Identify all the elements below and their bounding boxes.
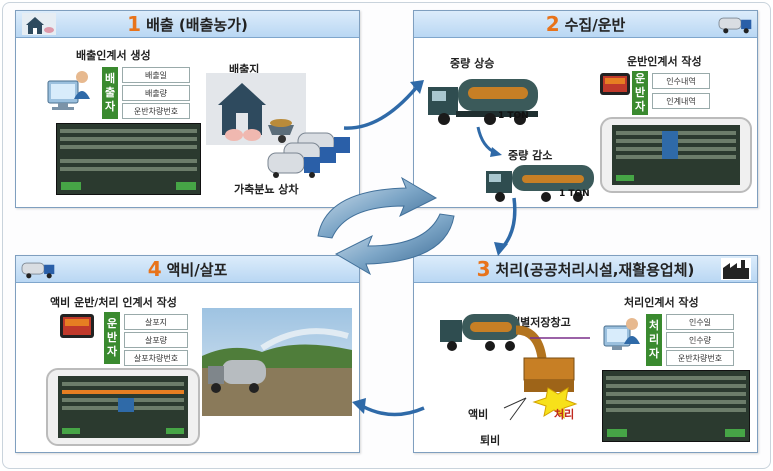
barn-icon <box>22 13 56 35</box>
empty-tanker-truck <box>486 165 594 202</box>
computer-icon-panel-3 <box>603 318 640 350</box>
panel-3-app-screen <box>602 370 750 442</box>
panel-2-tablet-screen <box>600 117 752 193</box>
panel-1-title: 배출 (배출농가) <box>146 15 248 34</box>
panel-2-number: 2 <box>545 12 560 36</box>
panel-3-liquid-label: 액비 <box>468 408 489 421</box>
panel-4-title: 액비/살포 <box>166 260 228 279</box>
arrow-2-to-3 <box>494 197 517 256</box>
truck-icon <box>718 17 752 34</box>
panel-3-title: 처리(공공처리시설,재활용업체) <box>495 260 695 279</box>
panel-4-field-0: 살포지 <box>124 314 188 330</box>
panel-2-weight-down-label: 중량 감소 <box>508 149 553 162</box>
panel-3-solid-label: 퇴비 <box>480 434 501 447</box>
computer-icon <box>47 71 90 110</box>
panel-1-header: 1 배출 (배출농가) <box>16 11 359 38</box>
panel-3-number: 3 <box>476 257 491 281</box>
panel-2-field-0: 인수내역 <box>652 73 710 89</box>
panel-1-field-1: 배출량 <box>122 85 190 101</box>
weight-down-arrow <box>476 126 502 157</box>
panel-3-storage-label: 개별저장창고 <box>510 316 571 329</box>
panel-3-field-2: 운반차량번호 <box>666 350 734 366</box>
panel-1-app-screen <box>56 123 201 195</box>
panel-3-header: 3 처리(공공처리시설,재활용업체) <box>414 256 757 283</box>
panel-4-field-1: 살포량 <box>124 332 188 348</box>
panel-4-field-2: 살포차량번호 <box>124 350 188 366</box>
arrow-3-to-4 <box>352 398 425 417</box>
arrow-1-to-2 <box>343 80 424 130</box>
panel-1-form-title: 배출인계서 생성 <box>76 49 151 62</box>
panel-2-form-title: 운반인계서 작성 <box>627 55 702 68</box>
factory-icon <box>721 258 751 280</box>
panel-4-tablet-screen <box>46 368 200 446</box>
panel-1-site-label: 배출지 <box>229 63 260 76</box>
panel-3-processing: 3 처리(공공처리시설,재활용업체) 개별저장창고 처리 액비 퇴비 처리인계서… <box>413 255 758 453</box>
panel-4-number: 4 <box>147 257 162 281</box>
panel-1-field-2: 운반차량번호 <box>122 103 190 119</box>
panel-3-field-1: 인수량 <box>666 332 734 348</box>
panel-2-transport: 2 수집/운반 중량 상승 1 TON 중량 감소 1 TON 운반인계서 작성 <box>413 10 758 208</box>
panel-1-number: 1 <box>127 12 142 36</box>
panel-2-weight-up-label: 중량 상승 <box>450 57 495 70</box>
tablet-icon-panel-4 <box>60 314 94 338</box>
panel-2-ton-1: 1 TON <box>498 111 529 121</box>
truck-icon-panel-4 <box>21 262 55 279</box>
panel-2-ton-2: 1 TON <box>559 189 590 199</box>
tablet-icon <box>600 73 630 95</box>
panel-1-loading-label: 가축분뇨 상차 <box>234 183 299 196</box>
panel-1-field-0: 배출일 <box>122 67 190 83</box>
manure-trucks-illustration <box>267 132 350 178</box>
panel-4-header: 4 액비/살포 <box>16 256 359 283</box>
field-spraying-photo <box>202 308 352 416</box>
loaded-tanker-truck <box>428 79 538 125</box>
panel-2-field-1: 인계내역 <box>652 93 710 109</box>
panel-2-header: 2 수집/운반 <box>414 11 757 38</box>
panel-3-field-0: 인수일 <box>666 314 734 330</box>
panel-3-process-label: 처리 <box>554 408 575 421</box>
panel-3-form-title: 처리인계서 작성 <box>624 296 699 309</box>
panel-4-form-title: 액비 운반/처리 인계서 작성 <box>50 296 177 309</box>
barn-pig-illustration <box>206 73 306 145</box>
processing-illustration <box>440 314 590 421</box>
cycle-arrows-icon <box>317 176 455 276</box>
panel-2-title: 수집/운반 <box>564 15 626 34</box>
